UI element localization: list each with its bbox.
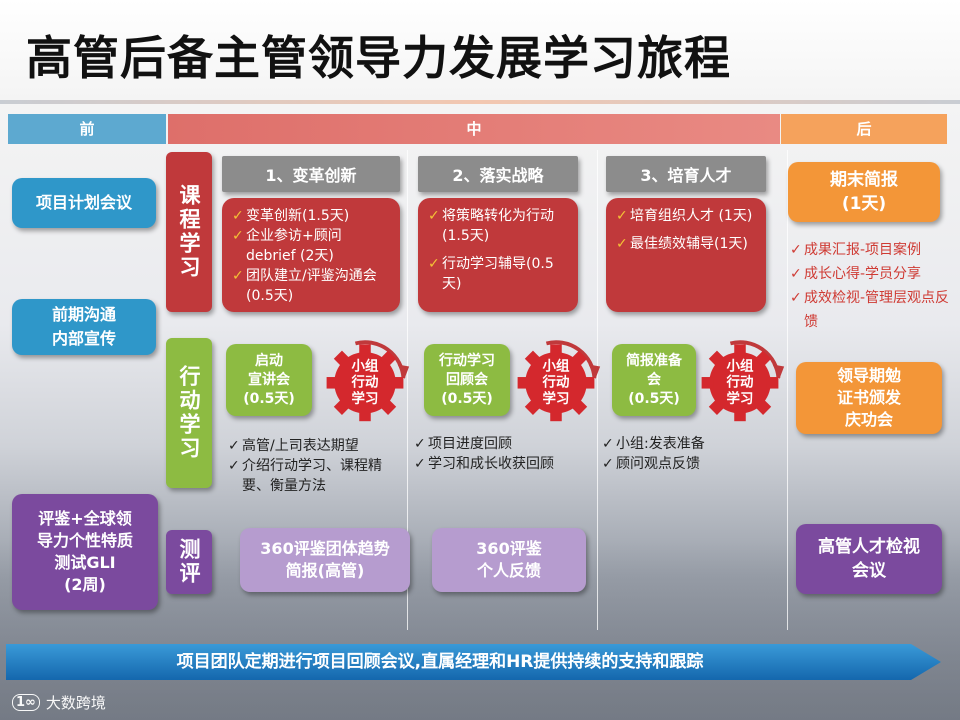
- course-item: ✓将策略转化为行动(1.5天): [428, 208, 554, 244]
- final-briefing-box: 期末简报 (1天): [788, 162, 940, 222]
- course-box-1: ✓变革创新(1.5天) ✓企业参访+顾问debrief (2天) ✓团队建立/评…: [222, 198, 400, 312]
- final-briefing-line: 期末简报: [830, 170, 898, 190]
- action-box-line: 简报准备: [626, 352, 682, 369]
- action-bullet: ✓小组:发表准备: [602, 436, 705, 452]
- svg-text:学习: 学习: [543, 390, 570, 407]
- certificate-box: 领导期勉 证书颁发 庆功会: [796, 362, 942, 434]
- after-bullets: ✓成果汇报-项目案例 ✓成长心得-学员分享 ✓成效检视-管理层观点反馈: [790, 238, 950, 334]
- title-underline: [0, 100, 960, 104]
- phase-middle: 中: [168, 114, 780, 144]
- talent-review-line: 会议: [852, 561, 886, 581]
- course-item: ✓培育组织人才 (1天): [616, 208, 753, 224]
- svg-text:学习: 学习: [727, 390, 754, 407]
- svg-text:行动: 行动: [542, 374, 570, 391]
- assess-line: 360评鉴: [476, 539, 542, 558]
- action-box-1: 启动 宣讲会 (0.5天): [226, 344, 312, 416]
- bottom-banner-arrow: [6, 644, 941, 680]
- action-box-line: 宣讲会: [248, 371, 290, 388]
- action-bullet: ✓学习和成长收获回顾: [414, 456, 554, 472]
- action-box-3: 简报准备 会 (0.5天): [612, 344, 696, 416]
- gear-icon: 小组 行动 学习: [326, 340, 410, 422]
- pre-communication-line2: 内部宣传: [51, 329, 116, 348]
- action-bullets-3: ✓小组:发表准备 ✓顾问观点反馈: [602, 434, 782, 474]
- certificate-line: 领导期勉: [836, 366, 901, 385]
- action-bullet: ✓介绍行动学习、课程精要、衡量方法: [228, 458, 382, 494]
- phase-after: 后: [781, 114, 947, 144]
- gli-assessment-box: 评鉴+全球领 导力个性特质 测试GLI (2周): [12, 494, 158, 610]
- talent-review-box: 高管人才检视 会议: [796, 524, 942, 594]
- svg-text:小组: 小组: [352, 357, 379, 374]
- column-divider: [787, 150, 788, 630]
- action-box-line: 启动: [255, 352, 283, 369]
- assess-line: 简报(高管): [285, 561, 365, 580]
- action-box-2: 行动学习 回顾会 (0.5天): [424, 344, 510, 416]
- after-bullet: ✓成长心得-学员分享: [790, 266, 922, 282]
- action-bullets-2: ✓项目进度回顾 ✓学习和成长收获回顾: [414, 434, 594, 474]
- action-box-line: (0.5天): [243, 390, 295, 407]
- certificate-line: 证书颁发: [836, 388, 901, 407]
- course-item: ✓最佳绩效辅导(1天): [616, 236, 748, 252]
- phase-before: 前: [8, 114, 166, 144]
- talent-review-line: 高管人才检视: [818, 537, 920, 557]
- course-item: ✓团队建立/评鉴沟通会 (0.5天): [232, 268, 377, 304]
- project-plan-meeting-label: 项目计划会议: [35, 193, 132, 212]
- module-header-2: 2、落实战略: [418, 156, 578, 192]
- action-bullet: ✓顾问观点反馈: [602, 456, 700, 472]
- gli-line: 测试GLI: [54, 553, 116, 572]
- action-box-line: (0.5天): [441, 390, 493, 407]
- final-briefing-line: (1天): [841, 194, 887, 214]
- course-item: ✓行动学习辅导(0.5天): [428, 256, 554, 292]
- watermark-logo-icon: 1∞: [12, 694, 40, 711]
- svg-text:行动: 行动: [726, 374, 754, 391]
- course-item: ✓企业参访+顾问debrief (2天): [232, 228, 342, 264]
- gear-icon: 小组 行动 学习: [517, 340, 601, 422]
- after-bullet: ✓成效检视-管理层观点反馈: [790, 290, 950, 330]
- project-plan-meeting: 项目计划会议: [12, 178, 156, 228]
- column-divider: [597, 150, 598, 630]
- after-bullet: ✓成果汇报-项目案例: [790, 242, 922, 258]
- row-label-action: 行动学习: [166, 338, 212, 488]
- svg-text:行动: 行动: [351, 374, 379, 391]
- svg-text:学习: 学习: [352, 390, 379, 407]
- action-box-line: (0.5天): [628, 390, 680, 407]
- module-header-3: 3、培育人才: [606, 156, 766, 192]
- row-label-assess: 测评: [166, 530, 212, 594]
- action-box-line: 回顾会: [446, 371, 488, 388]
- action-box-line: 会: [647, 371, 661, 388]
- gli-line: (2周): [64, 575, 106, 594]
- certificate-line: 庆功会: [844, 410, 893, 429]
- course-box-3: ✓培育组织人才 (1天) ✓最佳绩效辅导(1天): [606, 198, 766, 312]
- gear-icon: 小组 行动 学习: [701, 340, 785, 422]
- module-header-1: 1、变革创新: [222, 156, 400, 192]
- course-box-2: ✓将策略转化为行动(1.5天) ✓行动学习辅导(0.5天): [418, 198, 578, 312]
- bottom-banner-text: 项目团队定期进行项目回顾会议,直属经理和HR提供持续的支持和跟踪: [176, 652, 704, 672]
- action-bullet: ✓高管/上司表达期望: [228, 438, 359, 454]
- course-item: ✓变革创新(1.5天): [232, 208, 350, 224]
- svg-text:小组: 小组: [543, 357, 570, 374]
- assess-line: 个人反馈: [476, 561, 541, 580]
- column-divider: [407, 150, 408, 630]
- page-title: 高管后备主管领导力发展学习旅程: [26, 31, 731, 85]
- pre-communication-box: 前期沟通 内部宣传: [12, 299, 156, 355]
- assess-line: 360评鉴团体趋势: [260, 539, 390, 558]
- watermark-text: 大数跨境: [45, 694, 106, 712]
- action-box-line: 行动学习: [439, 352, 495, 369]
- row-label-course: 课程学习: [166, 152, 212, 312]
- pre-communication-line1: 前期沟通: [51, 305, 116, 324]
- watermark: 1∞ 大数跨境: [12, 692, 106, 713]
- gli-line: 评鉴+全球领: [38, 509, 132, 528]
- gli-line: 导力个性特质: [36, 531, 133, 550]
- action-bullets-1: ✓高管/上司表达期望 ✓介绍行动学习、课程精要、衡量方法: [228, 436, 400, 496]
- action-bullet: ✓项目进度回顾: [414, 436, 512, 452]
- assess-box-1: 360评鉴团体趋势 简报(高管): [240, 528, 410, 592]
- svg-text:小组: 小组: [727, 357, 754, 374]
- assess-box-2: 360评鉴 个人反馈: [432, 528, 586, 592]
